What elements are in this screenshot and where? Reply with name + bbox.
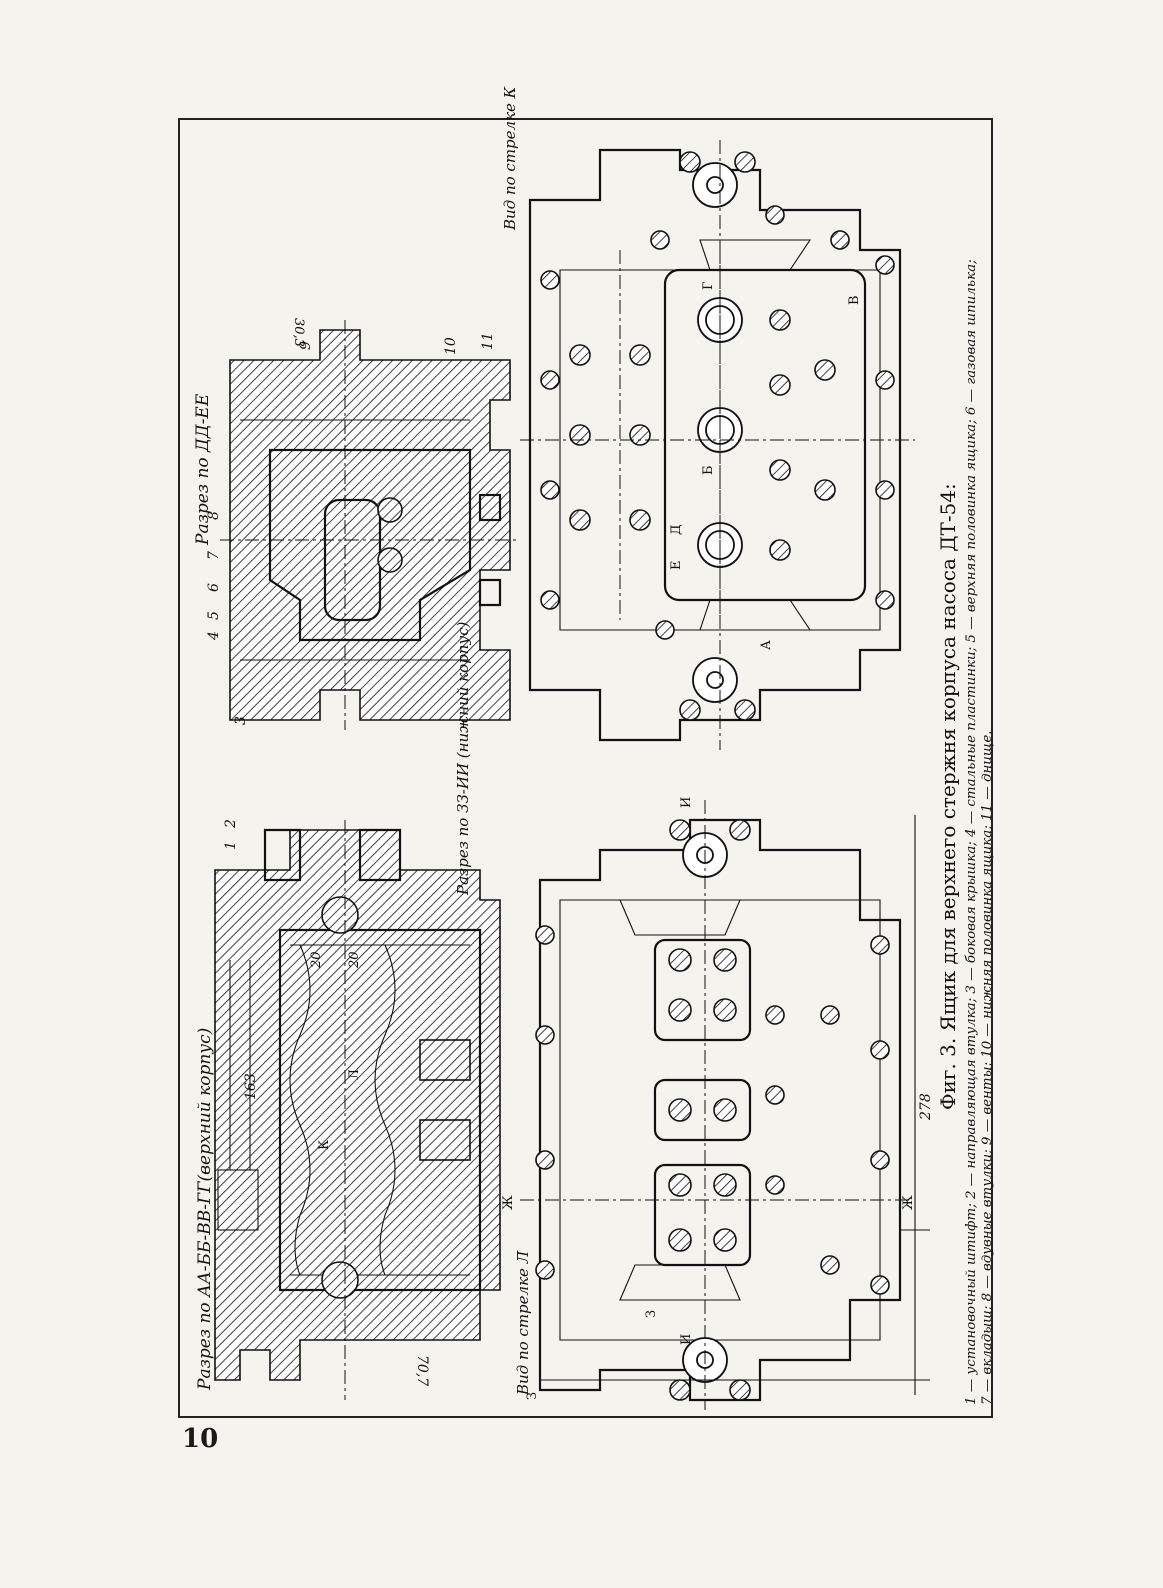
right-view-label: Вид по стрелке К (501, 86, 519, 231)
cut-i-bottom: И (679, 1334, 694, 1345)
dim-20-b: 20 (347, 951, 362, 969)
right-section-view (220, 320, 520, 730)
callout-5: 5 (206, 611, 222, 620)
left-plan-view (520, 800, 930, 1410)
figure-legend-line-1: 1 — установочный штифт; 2 — направляющая… (964, 259, 979, 1405)
cut-z-a: З (644, 1310, 659, 1318)
right-section-label: Разрез по ДД-ЕЕ (193, 393, 213, 546)
left-section-lower-label: Разрез по ЗЗ-ИИ (нижний корпус) (454, 621, 472, 896)
dim-30-3: 30,3 (291, 318, 306, 347)
cut-v: В (847, 295, 862, 305)
arrow-l-label: Л (347, 1069, 362, 1080)
cut-a: А (759, 640, 774, 650)
callout-1: 1 (223, 841, 239, 850)
left-view-label: Вид по стрелке Л (514, 1250, 532, 1396)
figure-frame (178, 118, 993, 1418)
callout-10: 10 (443, 337, 459, 355)
left-section-upper-label: Разрез по АА-ББ-ВВ-ГГ(верхний корпус) (195, 1028, 215, 1391)
cut-b: Б (701, 465, 716, 475)
cut-g: Г (701, 281, 716, 290)
cut-zh-left: Ж (501, 1195, 516, 1210)
left-plan-holes (535, 819, 890, 1401)
callout-8: 8 (206, 511, 222, 520)
arrow-k-label: К (317, 1140, 332, 1150)
callout-6: 6 (206, 583, 222, 592)
cut-z-b: З (525, 1392, 540, 1400)
right-plan-view (520, 140, 915, 750)
callout-3: 3 (233, 716, 249, 725)
cut-i-top: И (679, 797, 694, 808)
right-plan-bolts (540, 151, 895, 721)
cut-e: Е (669, 561, 684, 571)
callout-9: 9 (298, 341, 314, 350)
callout-7: 7 (206, 551, 222, 560)
figure-legend-line-2: 7 — вкладыш; 8 — вдувные втулки; 9 — вен… (980, 730, 995, 1405)
figure-caption-title: Фиг. 3. Ящик для верхнего стержня корпус… (936, 483, 960, 1110)
dim-278: 278 (918, 1093, 934, 1121)
callout-11: 11 (480, 332, 496, 350)
dim-163: 163 (243, 1073, 259, 1100)
cut-d: Д (669, 524, 684, 535)
left-section-view (214, 820, 501, 1400)
callout-4: 4 (206, 631, 222, 641)
callout-2: 2 (223, 819, 239, 829)
cut-zh-right: Ж (901, 1195, 916, 1210)
page-number: 10 (182, 1424, 219, 1454)
dim-70-7: 70,7 (414, 1355, 430, 1386)
dim-20-a: 20 (309, 951, 324, 969)
